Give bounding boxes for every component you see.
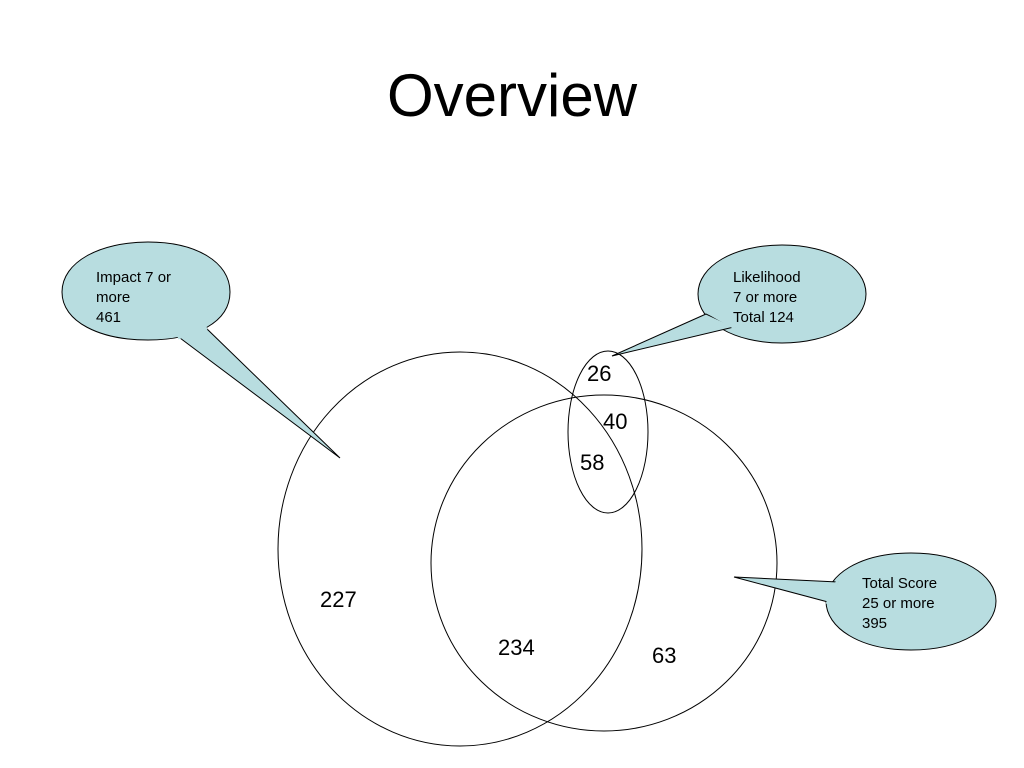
impact-circle: [277, 351, 643, 747]
likelihood-label-line-3: Total 124: [733, 309, 794, 326]
likelihood-ellipse: [567, 350, 649, 514]
impact-label-line-1: Impact 7 or: [96, 269, 172, 286]
region-count-total-only: 63: [652, 643, 677, 668]
impact-label-line-3: 461: [96, 309, 122, 326]
total-score-label-line-1: Total Score: [862, 575, 938, 592]
region-count-likelihood-only: 26: [587, 361, 612, 386]
total-score-callout: [733, 552, 997, 651]
likelihood-label-line-2: 7 or more: [733, 289, 798, 306]
likelihood-label-line-1: Likelihood: [733, 269, 801, 286]
impact-label-line-2: more: [96, 289, 131, 306]
slide-title: Overview: [386, 62, 638, 129]
region-count-likelihood-and-total: 40: [603, 409, 628, 434]
total-score-label-line-3: 395: [862, 615, 888, 632]
total-score-label-line-2: 25 or more: [862, 595, 935, 612]
region-count-all-three: 58: [580, 450, 605, 475]
total-score-callout-label: Total Score 25 or more 395: [862, 574, 937, 634]
likelihood-callout: [611, 244, 867, 357]
likelihood-callout-label: Likelihood 7 or more Total 124: [733, 268, 801, 328]
total-score-circle: [430, 394, 778, 732]
impact-callout: [61, 241, 341, 459]
region-count-impact-only: 227: [320, 587, 357, 612]
region-count-impact-and-total: 234: [498, 635, 535, 660]
impact-callout-label: Impact 7 or more 461: [96, 268, 171, 328]
